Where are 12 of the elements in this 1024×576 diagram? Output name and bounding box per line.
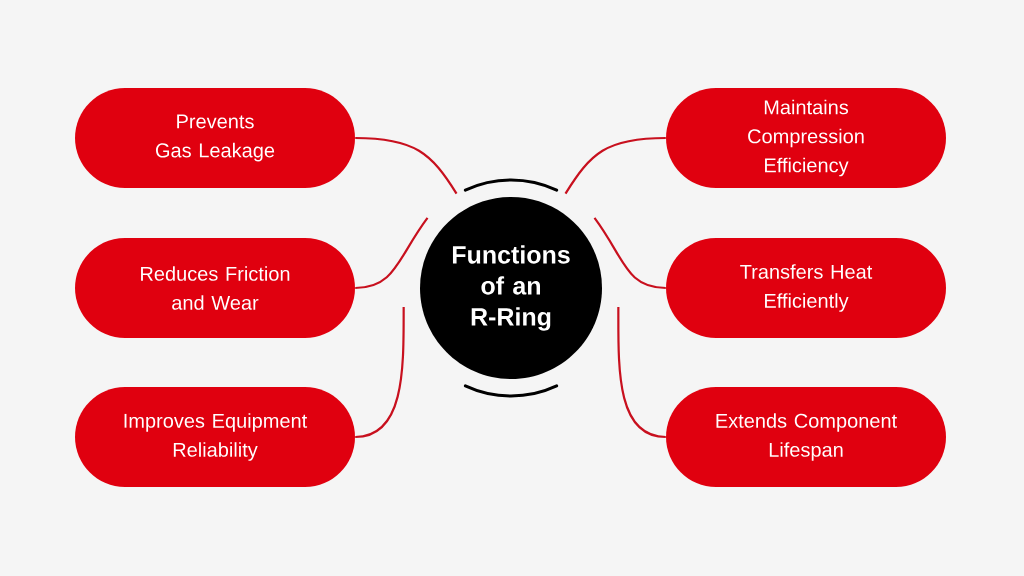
pill-box: Transfers Heat Efficiently	[666, 238, 946, 338]
pill-box: Maintains Compression Efficiency	[666, 88, 946, 188]
connector-line	[564, 136, 666, 195]
pill-box: Extends Component Lifespan	[666, 387, 946, 487]
pill-box: Reduces Friction and Wear	[75, 238, 355, 338]
connector-line	[355, 136, 458, 195]
connector-line	[617, 306, 666, 439]
pill-box: Improves Equipment Reliability	[75, 387, 355, 487]
connector-line	[355, 306, 405, 439]
connector-line	[593, 217, 666, 290]
connector-line	[355, 217, 429, 290]
pill-box: Prevents Gas Leakage	[75, 88, 355, 188]
